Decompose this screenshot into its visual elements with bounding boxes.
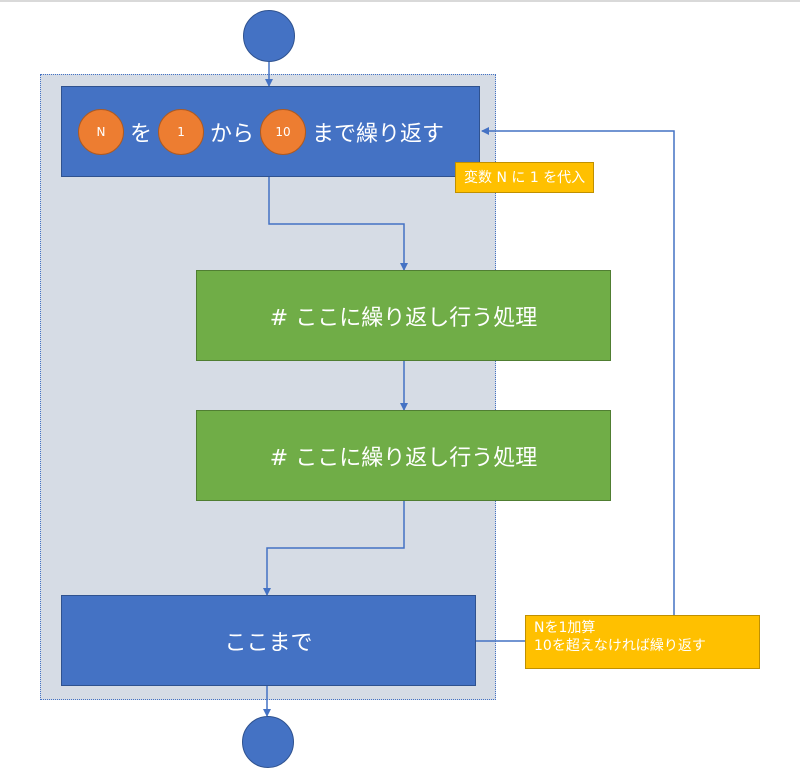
loop-end-text: ここまで: [224, 630, 313, 656]
loop-end-box: ここまで: [61, 595, 476, 686]
end-value-badge: 10: [260, 108, 307, 155]
loop-text-wo: を: [130, 121, 153, 147]
process-2-text: # ここに繰り返し行う処理: [269, 445, 538, 471]
loop-back-arrow: [481, 127, 675, 615]
assign-note: 変数 N に 1 を代入: [455, 162, 595, 193]
loop-text-kara: から: [210, 121, 255, 147]
increment-note-line1: Nを1加算: [534, 620, 596, 636]
loop-header-box: N を 1 から 10 まで繰り返す: [61, 86, 480, 177]
process-box-1: # ここに繰り返し行う処理: [196, 270, 611, 361]
end-terminal: [242, 716, 294, 768]
increment-note-line2: 10を超えなければ繰り返す: [534, 638, 706, 654]
loop-text-made: まで繰り返す: [312, 121, 445, 147]
process-box-2: # ここに繰り返し行う処理: [196, 410, 611, 501]
increment-note: Nを1加算 10を超えなければ繰り返す: [525, 615, 760, 669]
top-border: [0, 0, 800, 2]
loop-to-process1-arrow: [268, 177, 408, 271]
assign-note-text: 変数 N に 1 を代入: [464, 170, 586, 186]
process2-to-end-arrow: [263, 501, 405, 596]
start-terminal: [243, 10, 295, 62]
variable-badge: N: [78, 108, 124, 155]
process-1-text: # ここに繰り返し行う処理: [269, 305, 538, 331]
start-value-badge: 1: [158, 108, 205, 155]
